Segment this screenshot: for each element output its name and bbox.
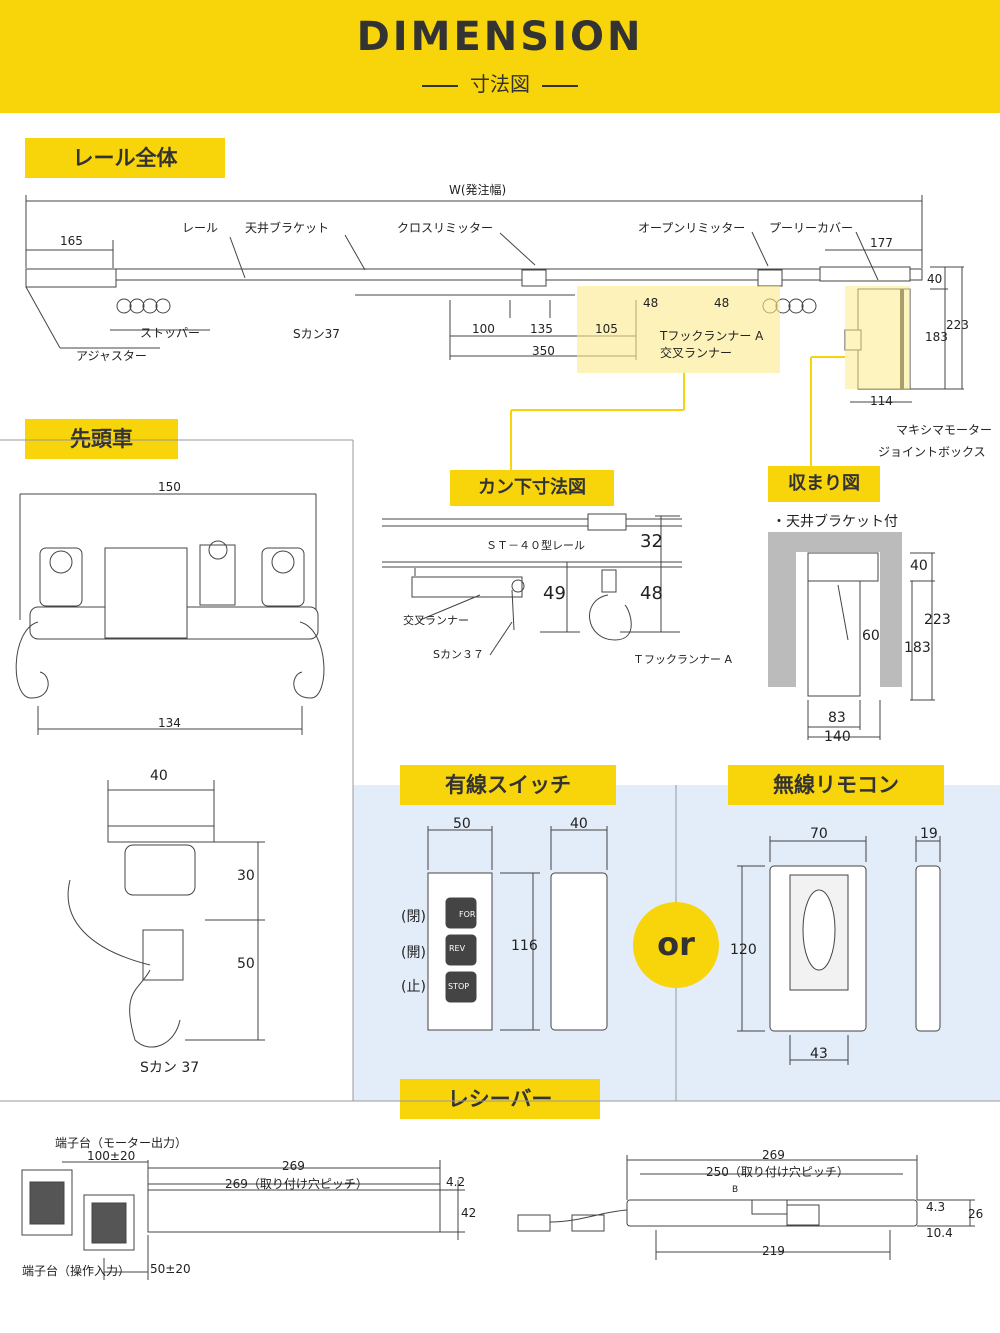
uh-cross-runner-label: 交叉ランナー [403,614,469,627]
header-banner: DIMENSION 寸法図 [0,0,1000,113]
fit-d60: 60 [862,628,880,644]
fit-d83: 83 [828,710,846,726]
rm-d19: 19 [920,826,938,842]
rc-right-d10-4: 10.4 [926,1226,953,1240]
or-badge: or [633,902,719,988]
sw-open-label: (開) [401,945,426,961]
sw-btn-stop: STOP [448,982,470,991]
rail-open-limiter-label: オープンリミッター [638,221,746,235]
fit-note: ・天井ブラケット付 [772,514,898,530]
uh-d32: 32 [640,531,663,552]
rc-right-d269: 269 [762,1148,785,1162]
rail-s-hook-label: Sカン37 [293,327,340,341]
section-wired-switch: 有線スイッチ [400,765,616,805]
rail-d350: 350 [532,344,555,358]
rail-d40: 40 [927,272,943,286]
rail-width-label: W(発注幅) [449,183,507,197]
rc-d269-pitch: 269（取り付け穴ピッチ） [225,1177,368,1191]
rc-right-d219: 219 [762,1244,785,1258]
rail-d135: 135 [530,322,553,336]
rail-d165: 165 [60,234,83,248]
page-subtitle: 寸法図 [0,68,1000,97]
rc-right-d4-3: 4.3 [926,1200,946,1214]
sw-close-label: (閉) [401,909,426,925]
rail-d48b: 48 [714,296,730,310]
lead-d134: 134 [158,716,181,730]
rail-adjuster-label: アジャスター [76,349,147,363]
rc-d269: 269 [282,1159,305,1173]
rc-terminal-op: 端子台（操作入力） [22,1264,131,1278]
sw-d50: 50 [453,816,471,832]
section-rail: レール全体 [25,138,225,178]
fit-d223: 223 [924,612,951,628]
sw-d116: 116 [511,938,538,954]
rail-bracket-label: 天井ブラケット [245,221,330,235]
section-fitting: 収まり図 [768,466,880,502]
rail-d183: 183 [925,330,948,344]
rail-stopper-label: ストッパー [140,326,201,340]
rc-d100: 100±20 [87,1149,136,1163]
sw-stop-label: (止) [401,979,426,995]
lead-d50: 50 [237,956,255,972]
btn-for-label: FOR [459,910,476,919]
lead-d30: 30 [237,868,255,884]
section-lead-car: 先頭車 [25,419,178,459]
rc-right-d26: 26 [968,1207,984,1221]
rail-d114: 114 [870,394,893,408]
sw-d40: 40 [570,816,588,832]
rc-d4-2: 4.2 [446,1175,466,1189]
sw-btn-rev: REV [449,944,466,953]
page-title: DIMENSION [356,14,644,60]
rail-d105: 105 [595,322,618,336]
rail-motor-label: マキシマモーター [896,423,993,437]
rc-d50: 50±20 [150,1262,191,1276]
rail-d177: 177 [870,236,893,250]
rm-d43: 43 [810,1046,828,1062]
uh-d48: 48 [640,583,663,604]
rail-d223: 223 [946,318,969,332]
rail-t-hook-label: Tフックランナー A [660,329,764,343]
section-wireless-remote: 無線リモコン [728,765,944,805]
rm-d120: 120 [730,942,757,958]
uh-d49: 49 [543,583,566,604]
rail-cross-runner-label: 交叉ランナー [660,346,733,360]
uh-s-hook-label: Sカン３７ [433,648,484,661]
lead-s-hook-label: Sカン 37 [140,1060,200,1076]
lead-d150: 150 [158,480,181,494]
rail-cross-limiter-label: クロスリミッター [397,221,494,235]
rm-d70: 70 [810,826,828,842]
section-under-hook: カン下寸法図 [450,470,614,506]
rail-pulley-cover-label: プーリーカバー [769,221,854,235]
uh-t-hook-label: Ｔフックランナー A [633,653,733,666]
rc-right-b: B [732,1185,739,1195]
rc-d42: 42 [461,1206,477,1220]
uh-rail-label: ＳＴ－４０型レール [486,539,585,552]
rail-d100: 100 [472,322,495,336]
rc-terminal-motor: 端子台（モーター出力） [55,1136,188,1150]
rail-joint-box-label: ジョイントボックス [878,445,986,459]
section-receiver: レシーバー [400,1079,600,1119]
rail-rail-label: レール [182,221,219,235]
lead-d40: 40 [150,768,168,784]
fit-d183: 183 [904,640,931,656]
fit-d140: 140 [824,729,851,745]
rc-right-d250: 250（取り付け穴ピッチ） [706,1165,849,1179]
fit-d40: 40 [910,558,928,574]
rail-d48a: 48 [643,296,659,310]
